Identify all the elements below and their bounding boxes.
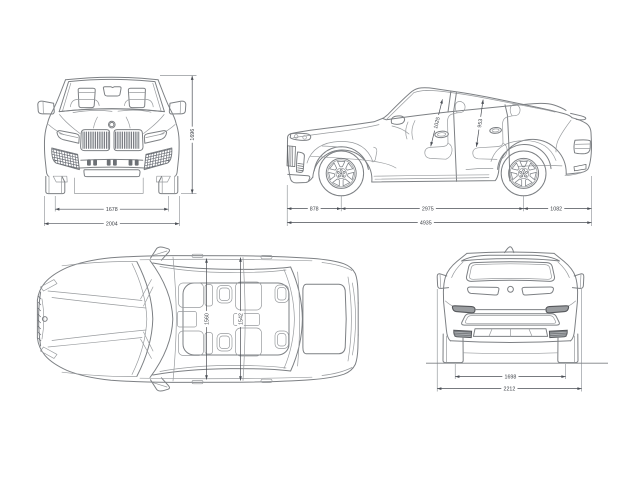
- svg-text:1678: 1678: [106, 207, 118, 213]
- svg-text:1696: 1696: [190, 129, 196, 141]
- svg-text:2004: 2004: [106, 222, 118, 228]
- svg-text:953: 953: [477, 118, 484, 128]
- svg-text:2212: 2212: [504, 387, 516, 393]
- svg-text:1542: 1542: [238, 313, 244, 325]
- svg-text:1560: 1560: [204, 313, 210, 325]
- svg-text:1698: 1698: [505, 375, 517, 381]
- svg-text:2975: 2975: [422, 207, 434, 213]
- svg-text:1082: 1082: [550, 207, 562, 213]
- svg-text:878: 878: [310, 207, 319, 213]
- svg-text:4935: 4935: [420, 221, 432, 227]
- svg-text:1025: 1025: [433, 117, 442, 130]
